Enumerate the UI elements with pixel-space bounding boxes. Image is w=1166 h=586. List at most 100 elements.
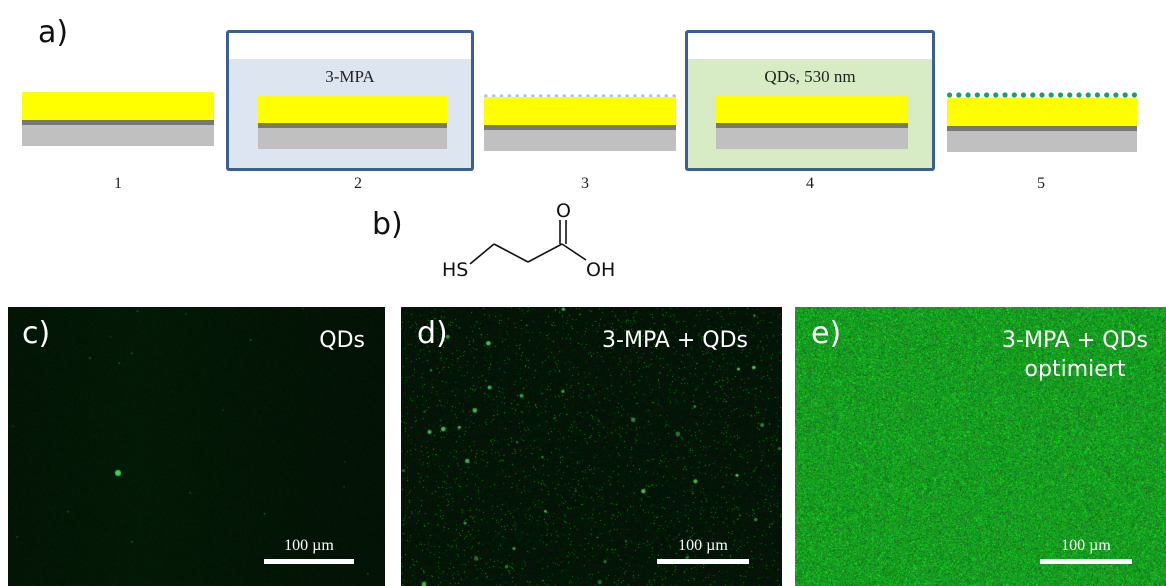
surface-dot: [947, 92, 953, 98]
scale-bar-e: [1040, 559, 1132, 564]
surface-dot: [499, 94, 504, 98]
scale-label-c: 100 µm: [284, 537, 334, 554]
mpa-structure-diagram: HS O OH: [442, 200, 615, 281]
surface-dot: [965, 92, 971, 98]
panel-c-label: c): [22, 316, 51, 351]
adhesion-layer: [258, 123, 447, 128]
surface-dot: [1002, 92, 1008, 98]
fluorescence-image-c: [8, 307, 385, 586]
micrograph-c: c) QDs 100 µm: [8, 307, 385, 586]
micrograph-e-title-line-1: 3-MPA + QDs: [1002, 328, 1148, 353]
surface-dot: [531, 94, 535, 98]
bond-c2-c3: [527, 243, 563, 263]
micrograph-c-title-line-1: QDs: [319, 328, 365, 353]
surface-dot: [656, 94, 661, 98]
gold-layer: [947, 98, 1137, 126]
step-2-number: 2: [354, 175, 362, 192]
bond-c3-oh: [561, 243, 587, 261]
adhesion-layer: [716, 123, 908, 128]
micrograph-e-title-line-2: optimiert: [1024, 356, 1126, 382]
surface-dot: [538, 94, 543, 98]
scale-label-e: 100 µm: [1061, 537, 1111, 554]
gold-layer: [22, 92, 214, 120]
step-1-number: 1: [114, 175, 122, 192]
step-2-bath: 3-MPA: [226, 30, 474, 171]
step-1-wafer: [22, 92, 214, 146]
adhesion-layer: [484, 125, 676, 130]
hydroxyl-group-text: OH: [586, 259, 615, 281]
surface-dot: [1104, 92, 1110, 98]
gold-layer: [716, 95, 908, 123]
surface-dot: [1030, 92, 1036, 98]
surface-dot: [956, 92, 962, 98]
surface-dot: [515, 94, 519, 98]
surface-dot: [984, 92, 990, 98]
surface-dot: [609, 94, 614, 98]
micrograph-d-title-line-1: 3-MPA + QDs: [602, 328, 748, 353]
surface-dot: [1039, 92, 1045, 98]
bath-caption-3-mpa: 3-MPA: [325, 67, 375, 86]
step-5-number: 5: [1037, 175, 1045, 192]
surface-dot: [1076, 92, 1082, 98]
surface-dot: [1113, 92, 1119, 98]
substrate-layer: [947, 131, 1137, 152]
surface-dot: [562, 94, 567, 98]
micrograph-e: e) 3-MPA + QDs optimiert 100 µm: [795, 307, 1166, 586]
step-5-wafer: [947, 98, 1137, 152]
surface-dot: [1020, 92, 1027, 98]
surface-dot: [1131, 92, 1137, 98]
surface-dot: [1122, 92, 1128, 98]
surface-dot: [1057, 92, 1064, 98]
surface-dot: [648, 94, 653, 98]
micrograph-d: d) 3-MPA + QDs 100 µm: [401, 307, 782, 586]
surface-dot: [664, 94, 669, 98]
gold-layer: [258, 95, 447, 123]
step-3-number: 3: [581, 175, 589, 192]
surface-dot: [593, 94, 598, 98]
adhesion-layer: [947, 126, 1137, 131]
bond-c1-c2: [493, 243, 529, 263]
panel-d-label: d): [417, 316, 448, 351]
gold-layer: [484, 97, 676, 125]
surface-dot: [1094, 92, 1100, 98]
surface-dot: [586, 94, 590, 98]
surface-dot: [484, 94, 488, 98]
scale-label-d: 100 µm: [678, 537, 728, 554]
surface-dot: [672, 94, 676, 98]
surface-dot: [546, 94, 551, 98]
panel-e-label: e): [811, 316, 842, 351]
surface-dot: [633, 94, 637, 98]
surface-dot: [601, 94, 606, 98]
step-2-wafer: [258, 95, 447, 149]
surface-dot: [578, 94, 582, 98]
surface-dot: [993, 92, 999, 98]
surface-dot: [523, 94, 527, 98]
fluorescence-image-d: [401, 307, 782, 586]
micrograph-c-title: QDs: [319, 327, 365, 356]
step-5-surface-dots: [947, 92, 1137, 98]
step-3-wafer: [484, 97, 676, 151]
substrate-layer: [484, 130, 676, 151]
bath-caption-qds: QDs, 530 nm: [764, 67, 856, 86]
micrograph-d-title: 3-MPA + QDs: [602, 327, 748, 356]
surface-dot: [491, 94, 496, 98]
adhesion-layer: [22, 120, 214, 125]
surface-dot: [554, 94, 559, 98]
step-3-surface-dots: [484, 94, 676, 98]
substrate-layer: [258, 128, 447, 149]
substrate-layer: [22, 125, 214, 146]
panel-a-label: a): [38, 15, 69, 50]
surface-dot: [507, 94, 512, 98]
surface-dot: [625, 94, 629, 98]
bond-s-c1: [469, 243, 495, 265]
surface-dot: [1048, 92, 1054, 98]
surface-dot: [1011, 92, 1017, 98]
scale-bar-d: [657, 559, 749, 564]
micrograph-e-title: 3-MPA + QDs optimiert: [1002, 327, 1148, 384]
surface-dot: [1067, 92, 1073, 98]
substrate-layer: [716, 128, 908, 149]
fluorescence-image-e: [795, 307, 1166, 586]
surface-dot: [1085, 92, 1091, 98]
step-4-number: 4: [806, 175, 814, 192]
carbonyl-oxygen-text: O: [556, 200, 571, 222]
